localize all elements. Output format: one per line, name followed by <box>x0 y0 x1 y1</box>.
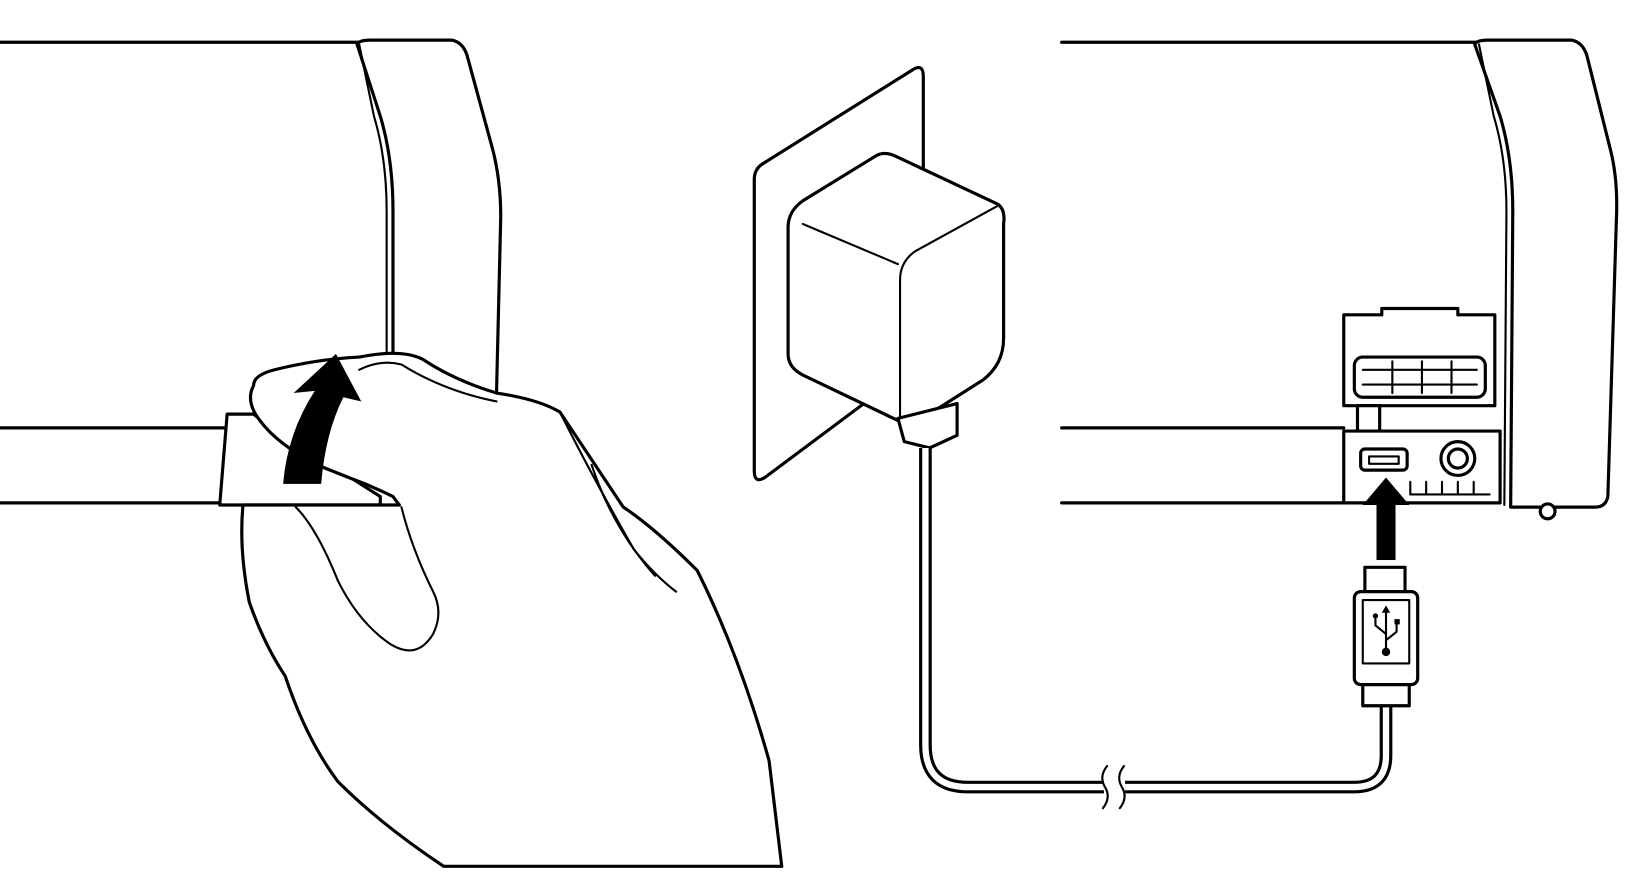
adapter-top-edge <box>801 222 900 266</box>
ac-adapter-view <box>752 66 1393 810</box>
adapter-edge <box>899 203 1001 422</box>
arrow-up-icon <box>1362 477 1410 560</box>
usb-icon <box>1372 605 1400 657</box>
hand-knuckle-line <box>558 410 678 593</box>
micro-usb-port-inner <box>1368 455 1400 465</box>
micro-usb-port[interactable] <box>1359 447 1409 472</box>
power-cable-inner <box>922 447 1390 791</box>
hand-palm-line <box>590 463 657 577</box>
end-cap-inner-edge <box>358 43 388 395</box>
arrow-up-curved-icon <box>283 353 362 484</box>
usb-connector-tip <box>1363 565 1407 596</box>
end-cap-inner-edge-right <box>1477 43 1508 507</box>
hand-thumb-line <box>358 361 498 403</box>
port-panel-bumps <box>1409 480 1491 496</box>
printer-end-cap-right <box>1473 38 1619 509</box>
printer-foot <box>1538 502 1557 521</box>
dc-jack-inner <box>1446 447 1469 470</box>
ac-adapter-body <box>786 151 1006 425</box>
hand <box>240 351 784 868</box>
printer-left-view <box>0 38 784 868</box>
power-cable <box>919 447 1393 794</box>
hand-finger-line <box>294 506 440 652</box>
grip-lines <box>1361 360 1478 395</box>
printer-end-cap <box>355 38 503 395</box>
usb-connector-face <box>1361 599 1411 665</box>
usb-connector-strain-relief <box>1361 683 1411 708</box>
adapter-plug-neck <box>896 401 959 450</box>
printer-right-view <box>1060 38 1619 708</box>
port-cover-grip <box>1352 355 1487 399</box>
cable-break-mark <box>1101 764 1126 810</box>
